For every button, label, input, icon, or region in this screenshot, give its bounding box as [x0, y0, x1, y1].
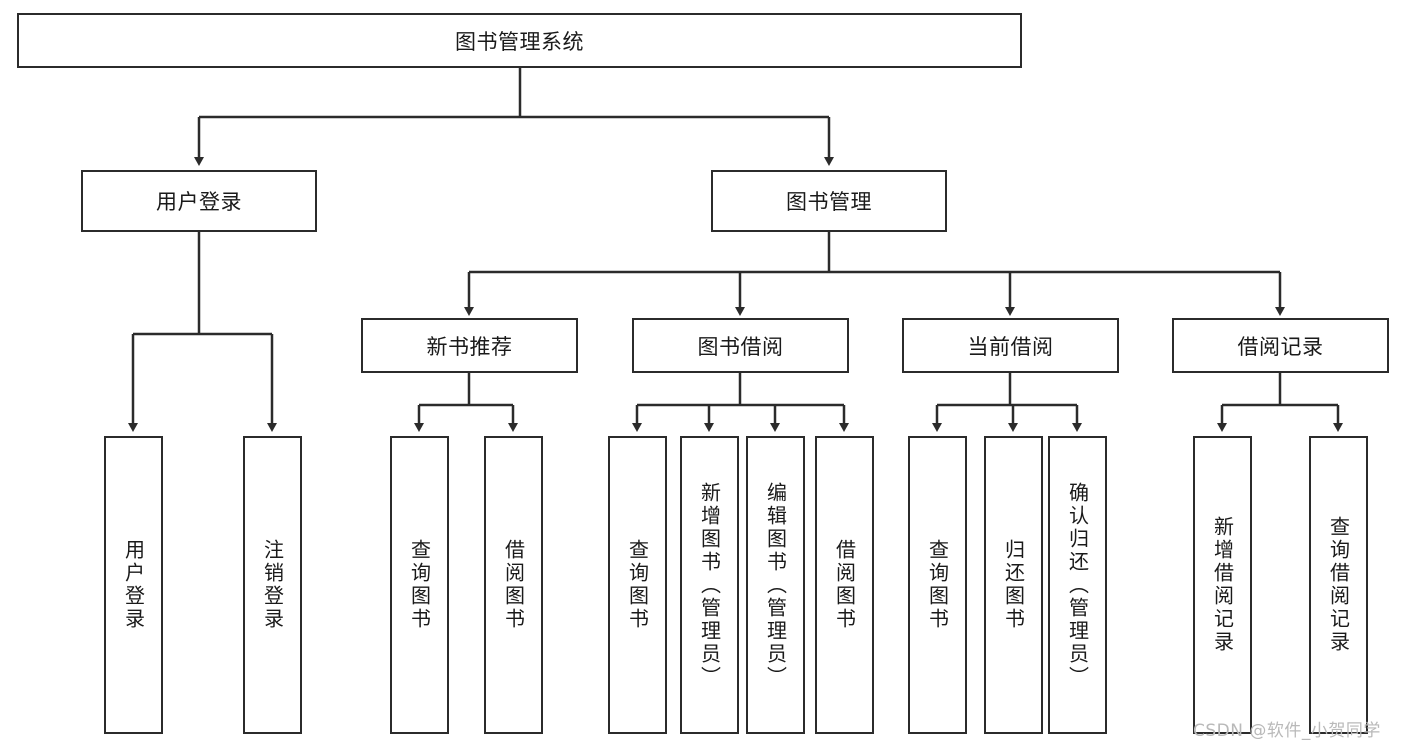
node-book-borrow-label: 图书借阅 — [697, 334, 784, 359]
edge-group-root — [194, 68, 834, 166]
node-root-label: 图书管理系统 — [455, 29, 584, 54]
leaf-add-borrow-record-label: 新增借阅记录 — [1210, 516, 1235, 654]
leaf-query-book-borrow[interactable]: 查询图书 — [608, 436, 667, 734]
edge-group-book-borrow — [632, 373, 849, 432]
leaf-query-book-recommend-label: 查询图书 — [407, 539, 432, 631]
edge-group-new-book-recommend — [414, 373, 518, 432]
edge-group-user-login — [128, 232, 277, 432]
leaf-query-borrow-record-label: 查询借阅记录 — [1326, 516, 1351, 654]
node-user-login[interactable]: 用户登录 — [81, 170, 317, 232]
leaf-edit-book-admin[interactable]: 编辑图书（管理员） — [746, 436, 805, 734]
edge-group-current-borrow — [932, 373, 1082, 432]
node-book-borrow[interactable]: 图书借阅 — [632, 318, 849, 373]
node-book-management[interactable]: 图书管理 — [711, 170, 947, 232]
node-current-borrow[interactable]: 当前借阅 — [902, 318, 1119, 373]
leaf-confirm-return-admin[interactable]: 确认归还（管理员） — [1048, 436, 1107, 734]
leaf-query-book-borrow-label: 查询图书 — [625, 539, 650, 631]
node-root[interactable]: 图书管理系统 — [17, 13, 1022, 68]
leaf-logout-label: 注销登录 — [260, 539, 285, 631]
leaf-add-book-admin-label: 新增图书（管理员） — [697, 481, 722, 689]
node-user-login-label: 用户登录 — [156, 190, 242, 214]
leaf-query-book-current[interactable]: 查询图书 — [908, 436, 967, 734]
leaf-return-book[interactable]: 归还图书 — [984, 436, 1043, 734]
leaf-borrow-book-label: 借阅图书 — [832, 539, 857, 631]
leaf-borrow-book-recommend-label: 借阅图书 — [501, 539, 526, 631]
leaf-return-book-label: 归还图书 — [1001, 539, 1026, 631]
leaf-confirm-return-admin-label: 确认归还（管理员） — [1065, 481, 1090, 689]
leaf-edit-book-admin-label: 编辑图书（管理员） — [763, 481, 788, 689]
leaf-user-login-label: 用户登录 — [121, 539, 146, 631]
node-current-borrow-label: 当前借阅 — [967, 334, 1054, 359]
edge-group-borrow-record — [1217, 373, 1343, 432]
leaf-borrow-book-recommend[interactable]: 借阅图书 — [484, 436, 543, 734]
edge-group-book-management — [464, 232, 1285, 316]
leaf-query-book-recommend[interactable]: 查询图书 — [390, 436, 449, 734]
leaf-query-book-current-label: 查询图书 — [925, 539, 950, 631]
node-borrow-record-label: 借阅记录 — [1237, 334, 1324, 359]
leaf-add-borrow-record[interactable]: 新增借阅记录 — [1193, 436, 1252, 734]
leaf-user-login[interactable]: 用户登录 — [104, 436, 163, 734]
leaf-borrow-book[interactable]: 借阅图书 — [815, 436, 874, 734]
node-new-book-recommend[interactable]: 新书推荐 — [361, 318, 578, 373]
node-new-book-recommend-label: 新书推荐 — [426, 334, 513, 359]
leaf-query-borrow-record[interactable]: 查询借阅记录 — [1309, 436, 1368, 734]
node-borrow-record[interactable]: 借阅记录 — [1172, 318, 1389, 373]
node-book-management-label: 图书管理 — [786, 190, 872, 214]
leaf-add-book-admin[interactable]: 新增图书（管理员） — [680, 436, 739, 734]
leaf-logout[interactable]: 注销登录 — [243, 436, 302, 734]
